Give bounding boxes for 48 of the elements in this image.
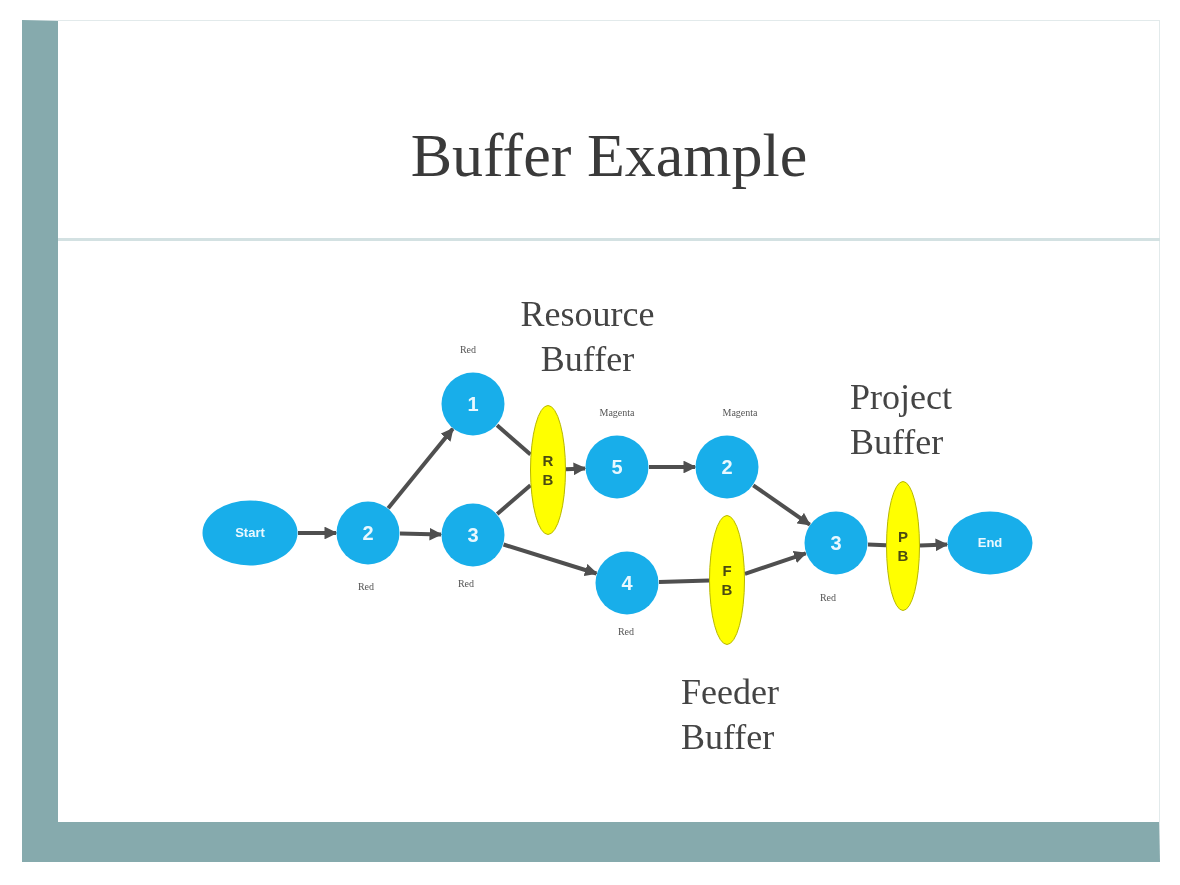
resource-label: Magenta — [721, 407, 759, 419]
terminal-label: Start — [235, 525, 265, 541]
resource-label: Red — [456, 578, 476, 590]
connector-line — [867, 542, 887, 548]
arrow — [649, 460, 697, 474]
task-circle — [336, 501, 400, 565]
buffer-name: Resource Buffer — [519, 293, 656, 381]
resource-label: Red — [356, 581, 376, 593]
task-circle — [695, 435, 759, 499]
slide-title: Buffer Example — [409, 120, 809, 191]
task-circle — [585, 435, 649, 499]
terminal-ellipse — [947, 511, 1033, 575]
buffer-ellipse — [530, 405, 566, 535]
task-circle — [441, 372, 505, 436]
resource-label: Red — [818, 592, 838, 604]
connector-line — [495, 483, 532, 516]
arrow — [386, 427, 455, 510]
arrow — [565, 462, 587, 476]
buffer-name: Project Buffer — [850, 376, 953, 464]
arrow — [298, 526, 338, 540]
terminal-ellipse — [202, 500, 298, 566]
buffer-code: F B — [720, 560, 734, 600]
arrow — [502, 542, 598, 577]
arrow — [752, 483, 811, 527]
task-number: 5 — [611, 456, 623, 478]
task-circle — [804, 511, 868, 575]
resource-label: Red — [616, 626, 636, 638]
task-number: 3 — [830, 532, 842, 554]
resource-label: Red — [458, 344, 478, 356]
resource-label: Magenta — [598, 407, 636, 419]
buffer-code: R B — [541, 450, 555, 490]
buffer-code: P B — [896, 526, 910, 566]
connector-line — [495, 423, 532, 457]
arrow — [399, 527, 443, 541]
buffer-name: Feeder Buffer — [681, 671, 780, 759]
task-circle — [441, 503, 505, 567]
connector-line — [658, 578, 710, 585]
task-number: 3 — [467, 524, 479, 546]
arrow — [919, 538, 949, 552]
buffer-ellipse — [709, 515, 745, 645]
terminal-label: End — [977, 535, 1003, 551]
buffer-ellipse — [886, 481, 920, 611]
arrow — [744, 550, 807, 576]
task-number: 2 — [721, 456, 733, 478]
task-number: 1 — [467, 393, 479, 415]
task-circle — [595, 551, 659, 615]
task-number: 4 — [621, 572, 633, 594]
task-number: 2 — [362, 522, 374, 544]
